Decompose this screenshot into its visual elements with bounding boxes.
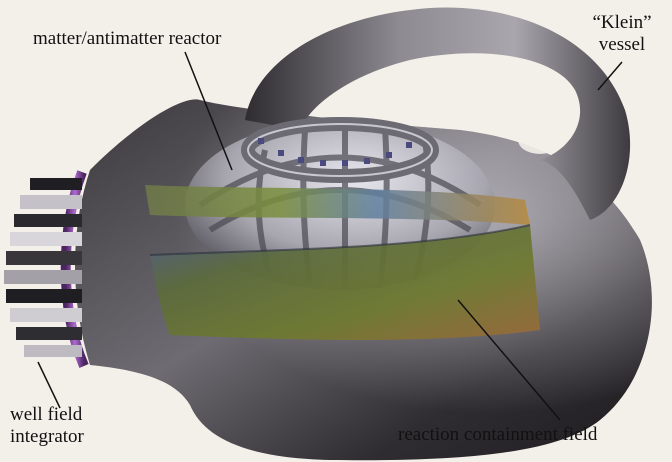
leader-well: [37, 361, 61, 409]
integrator-ring: [60, 170, 89, 368]
label-well-line2: integrator: [10, 425, 84, 447]
label-well-field-integrator: well field integrator: [10, 404, 84, 448]
leader-klein: [597, 61, 623, 91]
leader-reactor: [184, 51, 233, 171]
label-klein-vessel: “Klein” vessel: [580, 12, 664, 56]
label-containment-field: reaction containment field: [398, 424, 598, 445]
label-klein-line1: “Klein”: [592, 12, 652, 33]
containment-field-back: [145, 185, 530, 225]
leader-field: [457, 299, 561, 421]
leader-lines: [37, 51, 623, 421]
label-reactor: matter/antimatter reactor: [33, 28, 222, 49]
klein-tube: [245, 7, 631, 221]
integrator-rods: [4, 178, 82, 357]
label-well-line1: well field: [10, 404, 83, 425]
containment-field: [150, 225, 540, 340]
label-klein-line2: vessel: [598, 33, 646, 55]
